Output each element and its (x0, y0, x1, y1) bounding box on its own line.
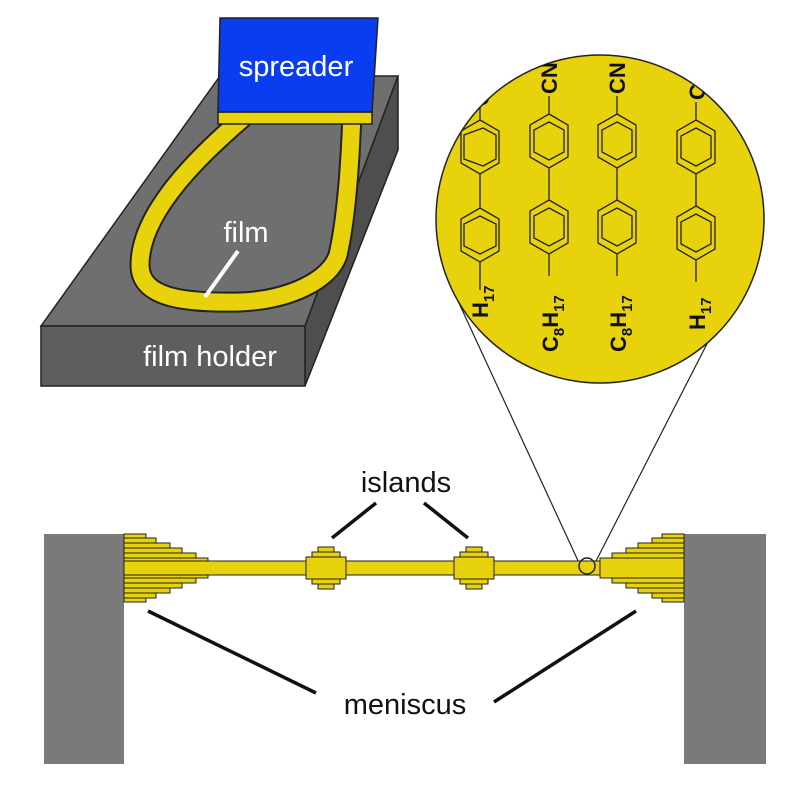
island-2 (453, 546, 495, 590)
film-loop: film (129, 103, 363, 313)
islands-label: islands (361, 467, 451, 499)
spreader-label: spreader (239, 51, 354, 83)
molecule-3 (597, 96, 637, 276)
wall-left (44, 534, 124, 764)
islands-pointer-2 (422, 501, 470, 540)
spreader-block (217, 17, 379, 113)
film-cross-section (123, 533, 685, 603)
meniscus-pointer-left (147, 609, 317, 695)
wall-right (684, 534, 766, 764)
molecule-4-head-label: CN (685, 68, 710, 100)
molecule-1-tail-label: H17 (468, 285, 498, 318)
spreader: spreader (217, 17, 379, 125)
meniscus-right (599, 533, 685, 603)
molecule-3-tail-label: C8H17 (606, 295, 636, 352)
film-pointer-line (203, 249, 240, 299)
film-label: film (223, 217, 268, 249)
molecule-2 (529, 96, 569, 276)
molecule-2-tail-label: C8H17 (538, 295, 568, 352)
spreader-bottom-strip (217, 111, 373, 125)
islands-annotation: islands (330, 467, 470, 540)
meniscus-annotation: meniscus (147, 609, 637, 721)
meniscus-pointer-right (493, 609, 637, 704)
molecule-4 (676, 102, 716, 282)
molecule-4-tail-label: H17 (685, 297, 715, 330)
zoom-spot (578, 557, 596, 575)
molecule-3-head-label: CN (605, 62, 630, 94)
islands-pointer-1 (330, 501, 378, 540)
molecule-2-head-label: CN (537, 62, 562, 94)
molecule-1-head-label: CN (469, 74, 494, 106)
island-1 (305, 546, 347, 590)
zoom-line-left (451, 287, 581, 566)
film-holder-front (40, 325, 306, 387)
molecule-zoom-circle: CN H17 CN C8H17 CN C8H17 CN H17 (435, 54, 765, 384)
meniscus-label: meniscus (344, 689, 467, 721)
film-holder-label: film holder (143, 341, 277, 373)
